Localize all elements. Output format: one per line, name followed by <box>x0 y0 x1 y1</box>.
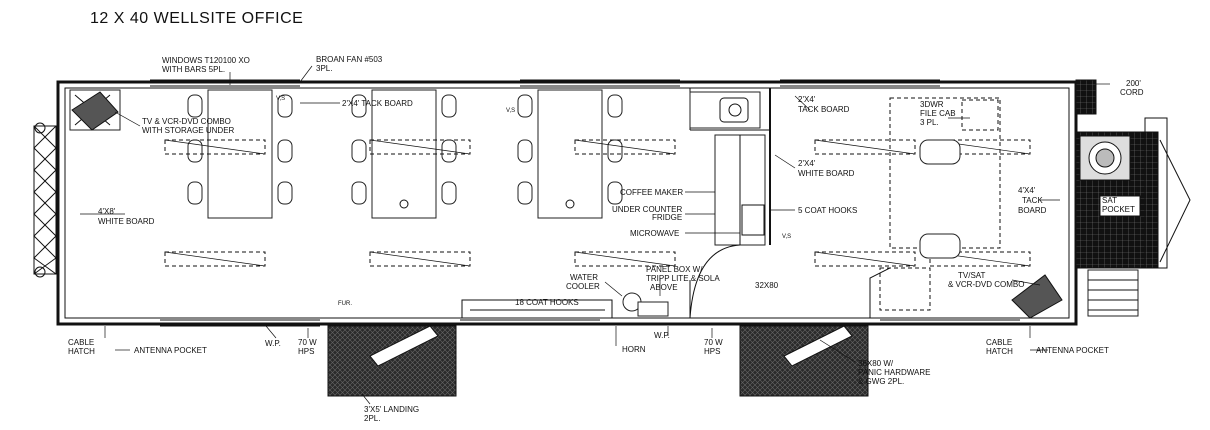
tv-unit-right <box>1011 274 1063 319</box>
conference-table-2 <box>351 89 457 219</box>
tack-board-3-label-2: TACK <box>1022 196 1043 205</box>
panel-box-label: PANEL BOX W/ <box>646 265 703 274</box>
cord-label-2: CORD <box>1120 88 1144 97</box>
file-cab-label-3: 3 PL. <box>920 118 939 127</box>
water-cooler-label-2: COOLER <box>566 282 600 291</box>
cable-hatch-right-label-2: HATCH <box>986 347 1013 356</box>
wp-left-label: W.P. <box>265 339 281 348</box>
windows-label: WINDOWS T120100 XO <box>162 56 250 65</box>
left-truss <box>33 122 57 278</box>
landing-right <box>739 325 869 397</box>
switch-label-1: V,S <box>276 96 285 102</box>
fridge-label: UNDER COUNTER <box>612 205 682 214</box>
landing-left <box>327 325 457 397</box>
horn-label: HORN <box>622 345 646 354</box>
hps-mid-label: 70 W <box>704 338 723 347</box>
door-spec-label: 36X80 W/ <box>858 359 894 368</box>
switch-label-3: V,S <box>782 234 791 240</box>
tv-label-2: WITH STORAGE UNDER <box>142 126 235 135</box>
sat-pocket-label: SAT <box>1102 196 1117 205</box>
file-cab-label: 3DWR <box>920 100 944 109</box>
annotations: WINDOWS T120100 XO WITH BARS 5PL. BROAN … <box>68 55 1144 423</box>
white-board-2-label: 2'X4' <box>798 159 816 168</box>
plan-title: 12 X 40 WELLSITE OFFICE <box>90 10 304 27</box>
landing-label: 3'X5' LANDING <box>364 405 419 414</box>
door-swing <box>689 244 741 319</box>
hps-mid-label-2: HPS <box>704 347 720 356</box>
water-cooler <box>622 292 669 317</box>
cord-box <box>1075 79 1097 115</box>
tv-sat-label-2: & VCR-DVD COMBO <box>948 280 1024 289</box>
landing-label-2: 2PL. <box>364 414 380 423</box>
tack-board-3-label-3: BOARD <box>1018 206 1047 215</box>
door-spec-label-2: PANIC HARDWARE <box>858 368 930 377</box>
conference-table-1 <box>187 89 293 219</box>
hps-left-label-2: HPS <box>298 347 314 356</box>
coat-hooks-18-label: 18 COAT HOOKS <box>515 298 579 307</box>
cable-hatch-left-label: CABLE <box>68 338 94 347</box>
cord-label: 200' <box>1126 79 1141 88</box>
white-board-1-label-2: WHITE BOARD <box>98 217 155 226</box>
cable-hatch-right-label: CABLE <box>986 338 1012 347</box>
sat-pocket <box>1075 117 1191 317</box>
door-spec-label-3: & GWG 2PL. <box>858 377 904 386</box>
white-board-2-label-2: WHITE BOARD <box>798 169 855 178</box>
fan-label-2: 3PL. <box>316 64 332 73</box>
coat-hooks-5-label: 5 COAT HOOKS <box>798 206 857 215</box>
file-cab-label-2: FILE CAB <box>920 109 956 118</box>
microwave-label: MICROWAVE <box>630 229 679 238</box>
antenna-pocket-left-label: ANTENNA POCKET <box>134 346 207 355</box>
water-cooler-label: WATER <box>570 273 598 282</box>
windows-label-2: WITH BARS 5PL. <box>162 65 225 74</box>
door-dimension-label: 32X80 <box>755 281 779 290</box>
tv-label: TV & VCR-DVD COMBO <box>142 117 231 126</box>
cable-hatch-left-label-2: HATCH <box>68 347 95 356</box>
tv-unit-left <box>69 89 121 131</box>
coat-hook-rail <box>461 299 613 318</box>
tack-board-2-label-2: TACK BOARD <box>798 105 850 114</box>
fridge-label-2: FRIDGE <box>652 213 682 222</box>
white-board-1-label: 4'X8' <box>98 207 116 216</box>
interior-partitions <box>689 88 771 246</box>
office-furniture <box>869 97 1001 318</box>
tv-sat-label: TV/SAT <box>958 271 986 280</box>
wp-mid-label: W.P. <box>654 331 670 340</box>
tack-board-3-label: 4'X4' <box>1018 186 1036 195</box>
switch-label-2: V,S <box>506 108 515 114</box>
hps-left-label: 70 W <box>298 338 317 347</box>
leader-lines <box>80 65 1110 405</box>
antenna-pocket-right-label: ANTENNA POCKET <box>1036 346 1109 355</box>
fur-label: FUR. <box>338 301 352 307</box>
fan-label: BROAN FAN #503 <box>316 55 383 64</box>
panel-box-label-3: ABOVE <box>650 283 678 292</box>
sat-pocket-label-2: POCKET <box>1102 205 1135 214</box>
tack-board-1-label: 2'X4' TACK BOARD <box>342 99 413 108</box>
panel-box-label-2: TRIPP LITE & SOLA <box>646 274 720 283</box>
coffee-maker-label: COFFEE MAKER <box>620 188 683 197</box>
tack-board-2-label: 2'X4' <box>798 95 816 104</box>
